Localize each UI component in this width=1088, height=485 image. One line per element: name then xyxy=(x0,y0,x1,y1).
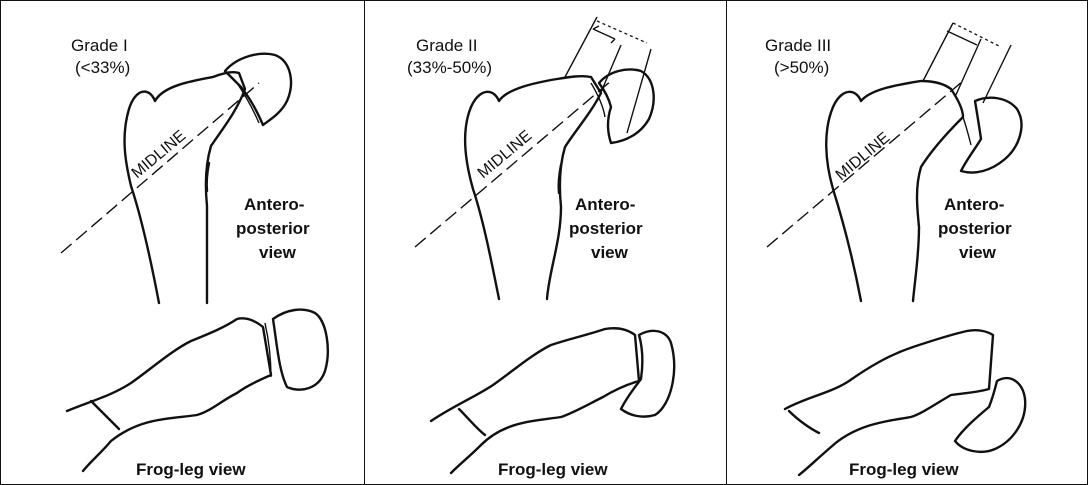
grade-3-title: Grade III xyxy=(765,36,831,56)
grade-3-femur-ap xyxy=(826,81,963,301)
grade-3-view-line3: view xyxy=(959,243,996,263)
grade-2-epiphysis-frog xyxy=(621,331,674,417)
panel-grade-2: MIDLINE Grade II (33%-50%) Antero- poste… xyxy=(364,0,726,485)
grade-2-title: Grade II xyxy=(416,36,477,56)
panel-grade-1: MIDLINE Grade I (<33%) Antero- posterior… xyxy=(0,0,364,485)
grade-1-percent: (<33%) xyxy=(75,58,130,78)
grade-1-view-line3: view xyxy=(259,243,296,263)
grade-1-femur-frog xyxy=(67,318,271,471)
grade-3-frog-label: Frog-leg view xyxy=(849,460,959,480)
grade-1-view-line2: posterior xyxy=(236,219,310,239)
grade-3-epiphysis-ap xyxy=(961,98,1021,173)
grade-2-view-line3: view xyxy=(591,243,628,263)
grade-2-percent: (33%-50%) xyxy=(407,58,492,78)
grade-3-view-line2: posterior xyxy=(938,219,1012,239)
grade-1-frog-label: Frog-leg view xyxy=(136,460,246,480)
grade-1-view-line1: Antero- xyxy=(244,195,304,215)
grade-1-epiphysis-ap xyxy=(225,54,291,125)
grade-1-illustration: MIDLINE xyxy=(1,1,364,485)
grade-1-midline-label: MIDLINE xyxy=(129,127,190,182)
grade-2-view-line2: posterior xyxy=(569,219,643,239)
grade-1-epiphysis-frog xyxy=(273,310,328,390)
grade-3-view-line1: Antero- xyxy=(944,195,1004,215)
grade-3-femur-frog xyxy=(785,330,993,475)
panel-grade-3: MIDLINE Grade III (>50%) Antero- posteri… xyxy=(726,0,1088,485)
grade-2-frog-label: Frog-leg view xyxy=(498,460,608,480)
grade-3-midline-label: MIDLINE xyxy=(833,129,894,184)
grade-2-epiphysis-ap xyxy=(599,70,654,144)
grade-1-midline xyxy=(61,83,259,253)
grade-1-femur-ap xyxy=(125,72,245,303)
grade-2-midline-label: MIDLINE xyxy=(475,127,536,182)
grade-2-femur-frog xyxy=(431,328,639,473)
grade-2-view-line1: Antero- xyxy=(575,195,635,215)
grade-1-title: Grade I xyxy=(71,36,128,56)
grade-3-percent: (>50%) xyxy=(774,58,829,78)
